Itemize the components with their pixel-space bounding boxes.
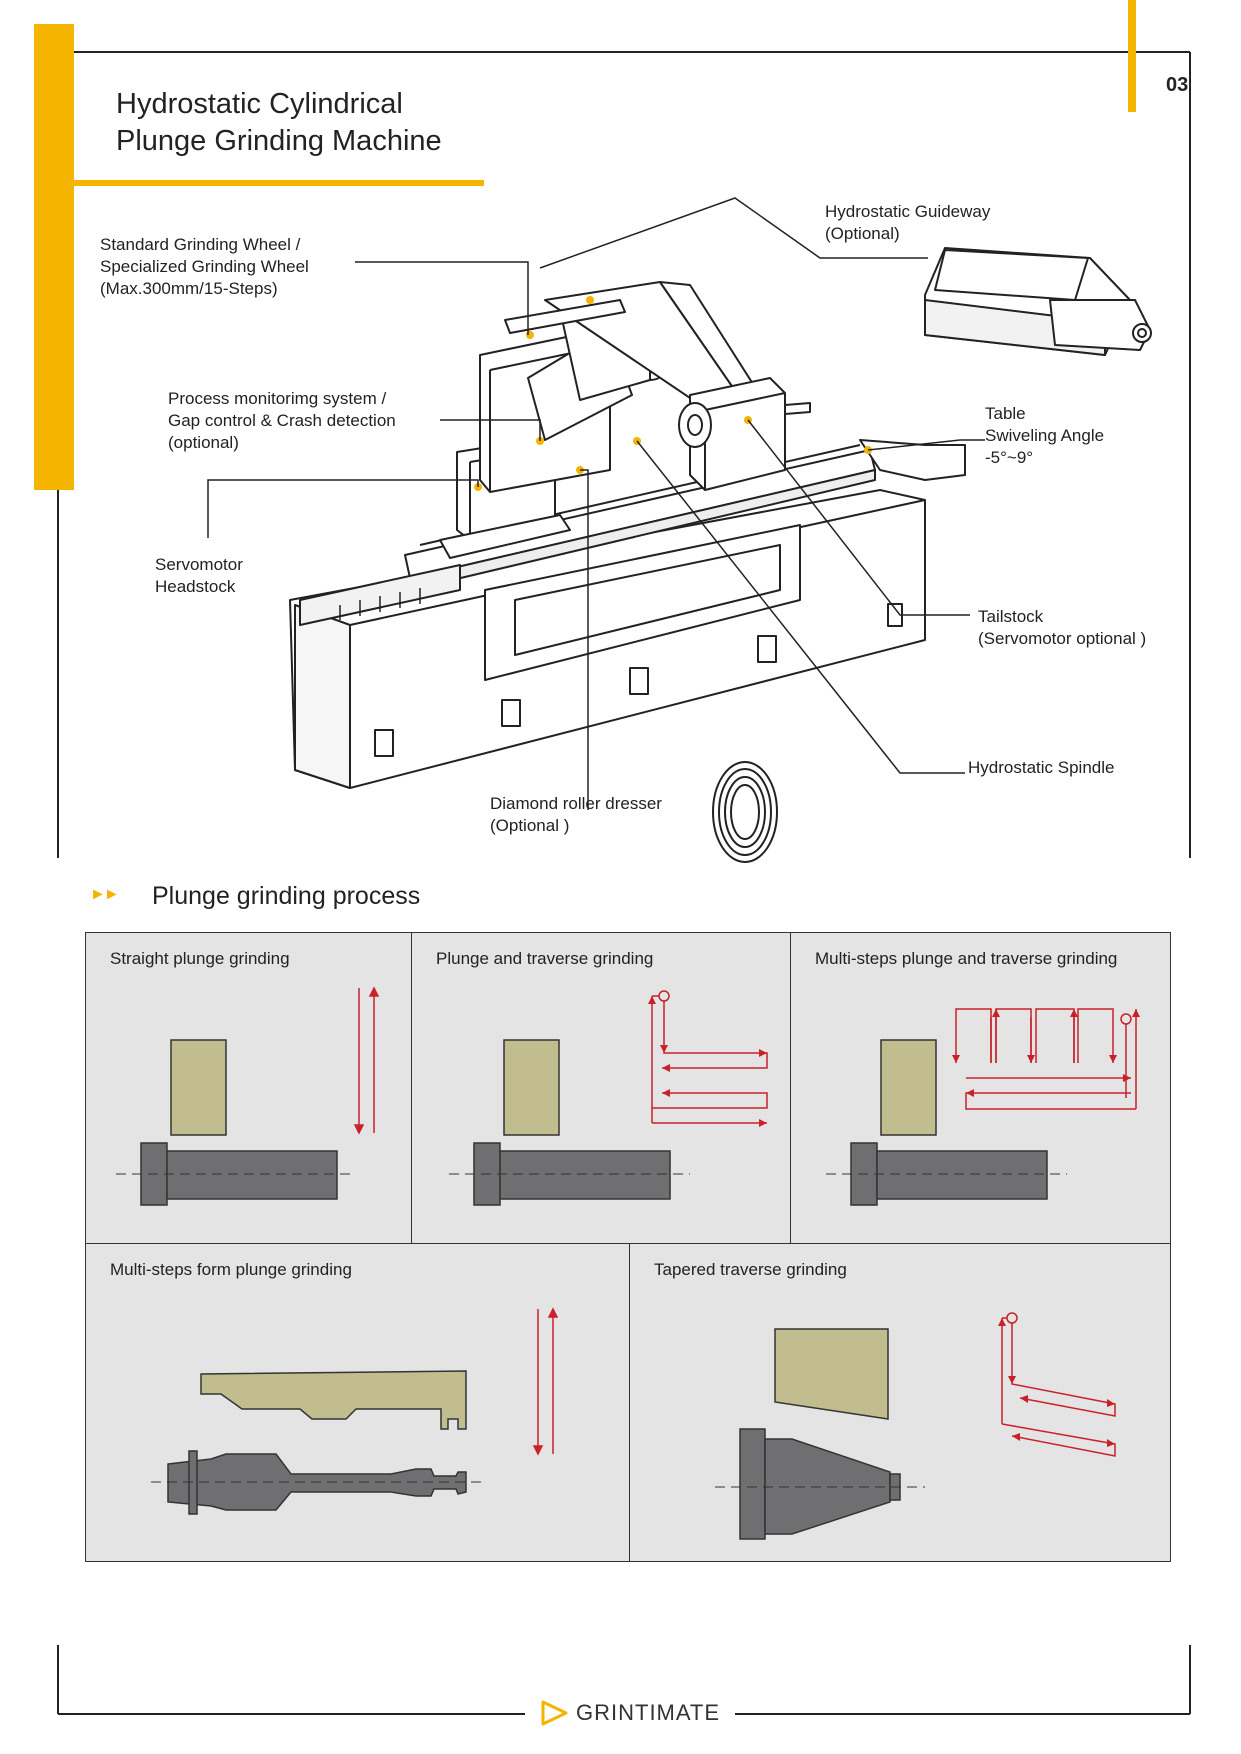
process-panel-multistep-plunge-traverse: Multi-steps plunge and traverse grinding [790, 932, 1171, 1245]
accent-bar-left [34, 24, 74, 490]
callout-process-monitoring: Process monitorimg system / Gap control … [168, 389, 396, 452]
process-panel-tapered-traverse: Tapered traverse grinding [629, 1243, 1171, 1562]
multistep-form-plunge-diagram [151, 1307, 559, 1515]
panel-title: Plunge and traverse grinding [436, 949, 654, 968]
callout-tailstock: Tailstock (Servomotor optional ) [978, 607, 1147, 648]
callout-diamond-roller-dresser: Diamond roller dresser (Optional ) [490, 794, 662, 835]
title-underline [74, 180, 484, 186]
machine-illustration [207, 197, 1152, 863]
process-panel-multistep-form-plunge: Multi-steps form plunge grinding [85, 1243, 631, 1562]
process-panel-straight-plunge: Straight plunge grinding [85, 932, 413, 1245]
multistep-plunge-traverse-diagram [826, 1008, 1140, 1206]
section-bullet-icon: ►► [90, 886, 120, 903]
footer-brand: GRINTIMATE [576, 1700, 721, 1725]
callout-servomotor-headstock: Servomotor Headstock [155, 555, 243, 596]
straight-plunge-diagram [116, 986, 380, 1206]
panel-title: Multi-steps plunge and traverse grinding [815, 949, 1118, 968]
callout-hydrostatic-spindle: Hydrostatic Spindle [968, 758, 1115, 777]
section-title: Plunge grinding process [152, 882, 421, 910]
panel-title: Tapered traverse grinding [654, 1260, 847, 1279]
callout-grinding-wheel: Standard Grinding Wheel / Specialized Gr… [100, 235, 309, 298]
plunge-traverse-diagram [449, 990, 768, 1206]
page-number: 03 [1166, 74, 1189, 96]
callout-table-swivel: Table Swiveling Angle -5°~9° [985, 404, 1105, 467]
brand-logo-icon [541, 1700, 568, 1726]
page-title: Hydrostatic Cylindrical Plunge Grinding … [116, 88, 442, 157]
process-panel-plunge-traverse: Plunge and traverse grinding [411, 932, 792, 1245]
tapered-traverse-diagram [715, 1312, 1116, 1540]
accent-bar-right [1128, 0, 1136, 112]
callout-hydrostatic-guideway: Hydrostatic Guideway (Optional) [825, 202, 991, 243]
panel-title: Multi-steps form plunge grinding [110, 1260, 352, 1279]
panel-title: Straight plunge grinding [110, 949, 290, 968]
